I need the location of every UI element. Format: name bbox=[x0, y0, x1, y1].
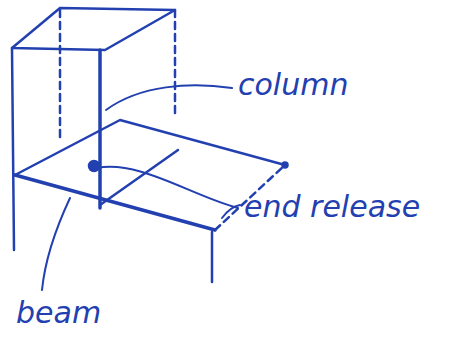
upper-roof bbox=[12, 8, 175, 50]
beam-line bbox=[15, 175, 215, 230]
floor-edge bbox=[15, 120, 285, 175]
leader-line bbox=[106, 85, 232, 110]
right-post bbox=[211, 232, 214, 282]
leader-line bbox=[222, 205, 240, 218]
hidden-post bbox=[174, 10, 177, 118]
leader-line bbox=[97, 167, 238, 208]
left-post bbox=[12, 48, 14, 250]
hidden-post bbox=[59, 10, 62, 140]
part-label: column bbox=[238, 68, 348, 101]
leader-line bbox=[42, 198, 70, 290]
floor-edge bbox=[100, 150, 178, 205]
part-label: beam bbox=[16, 296, 101, 329]
part-label: end release bbox=[244, 190, 420, 223]
release-dot bbox=[283, 163, 288, 168]
release-dot bbox=[89, 161, 99, 171]
